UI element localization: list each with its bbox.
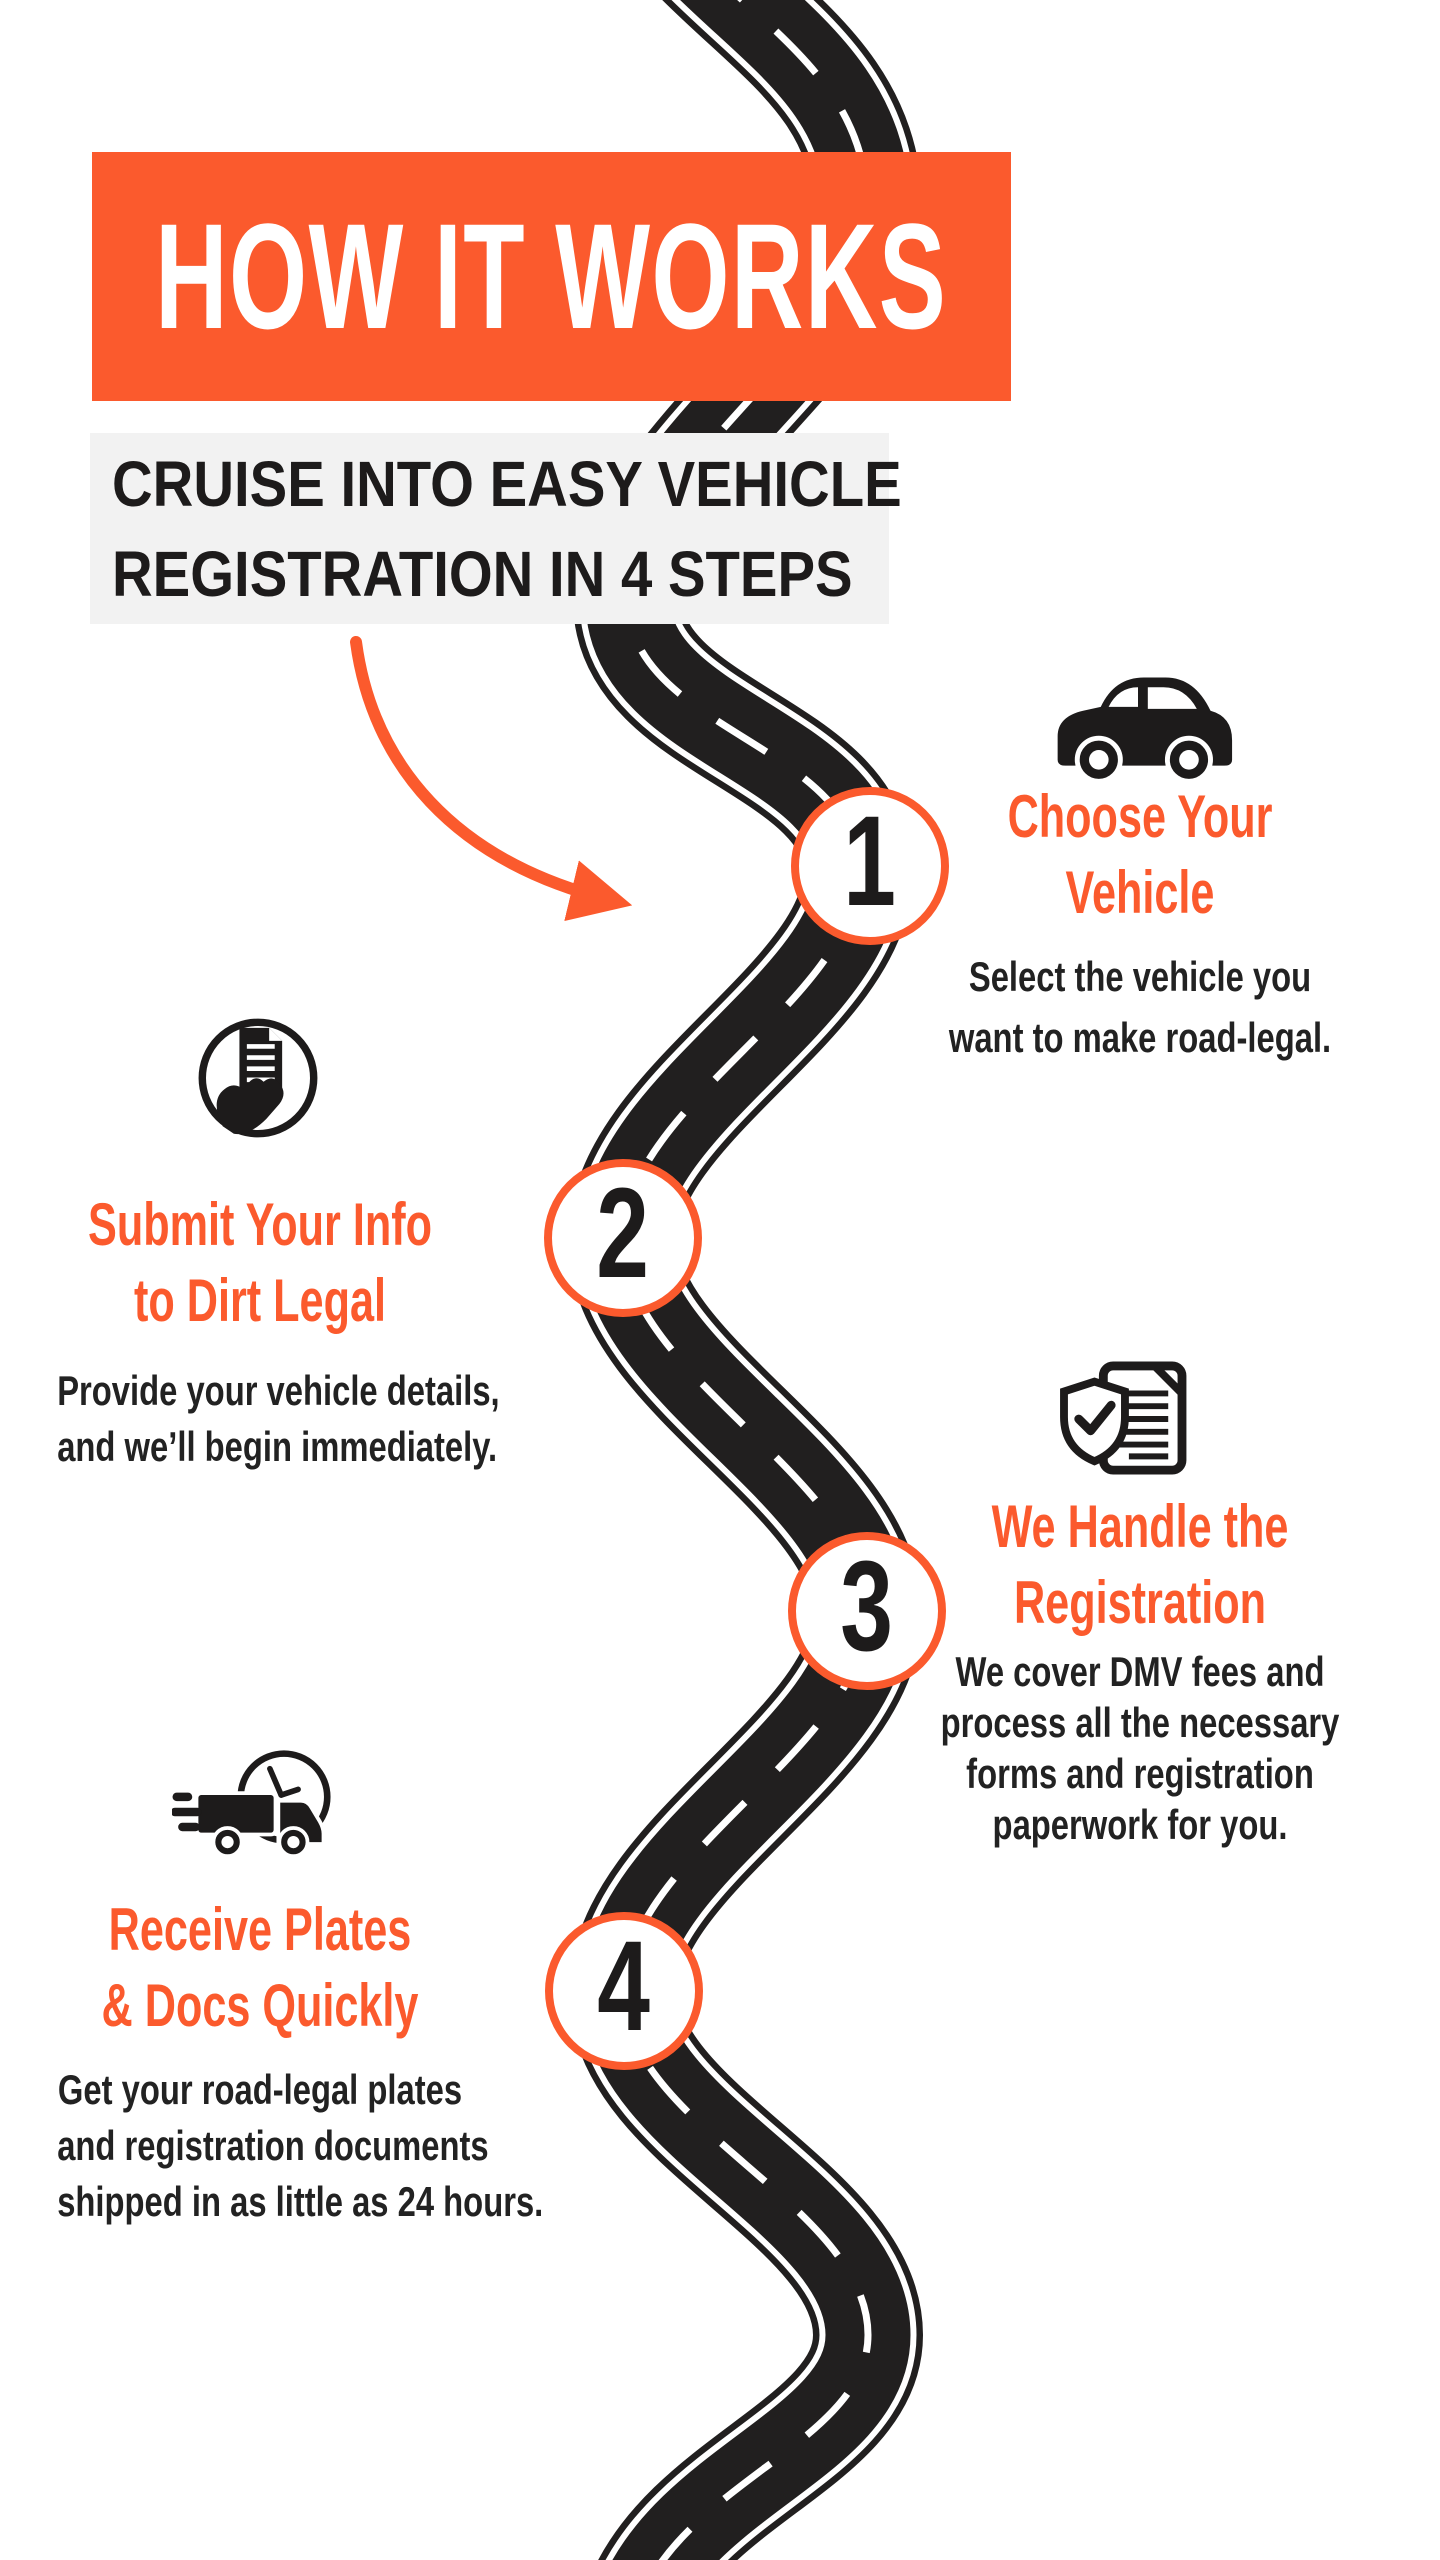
step-title-line: Choose Your bbox=[1007, 783, 1273, 850]
step-2-description: Provide your vehicle details, and we’ll … bbox=[0, 1363, 520, 1475]
car-icon bbox=[1040, 663, 1236, 787]
page-title: HOW IT WORKS bbox=[155, 192, 948, 360]
shield-check-document-icon bbox=[1056, 1360, 1189, 1478]
step-1-title: Choose Your Vehicle bbox=[880, 779, 1400, 931]
step-title-line: Receive Plates bbox=[108, 1896, 412, 1963]
step-body-line: Get your road-legal plates bbox=[57, 2066, 463, 2113]
step-title-line: & Docs Quickly bbox=[101, 1972, 419, 2039]
step-1-description: Select the vehicle you want to make road… bbox=[880, 946, 1400, 1068]
step-title-line: Submit Your Info bbox=[88, 1191, 432, 1258]
subtitle-box: CRUISE INTO EASY VEHICLE REGISTRATION IN… bbox=[90, 433, 902, 624]
step-3-title: We Handle the Registration bbox=[880, 1489, 1400, 1641]
step-body-line: shipped in as little as 24 hours. bbox=[57, 2178, 544, 2225]
step-title-line: to Dirt Legal bbox=[133, 1267, 386, 1334]
step-body-line: forms and registration bbox=[966, 1750, 1314, 1797]
fast-delivery-truck-icon bbox=[170, 1748, 348, 1875]
step-title-line: Registration bbox=[1013, 1569, 1267, 1636]
step-body-line: and registration documents bbox=[57, 2122, 489, 2169]
step-body-line: and we’ll begin immediately. bbox=[57, 1423, 498, 1470]
step-4-description: Get your road-legal plates and registrat… bbox=[0, 2062, 544, 2230]
step-title-line: Vehicle bbox=[1065, 859, 1215, 926]
step-body-line: Provide your vehicle details, bbox=[57, 1367, 500, 1414]
subtitle-line: CRUISE INTO EASY VEHICLE bbox=[112, 447, 902, 520]
step-body-line: want to make road-legal. bbox=[948, 1014, 1332, 1061]
step-3-number-badge: 3 bbox=[788, 1532, 946, 1690]
step-body-line: We cover DMV fees and bbox=[955, 1648, 1325, 1695]
title-banner: HOW IT WORKS bbox=[92, 152, 1011, 401]
step-body-line: process all the necessary bbox=[940, 1699, 1340, 1746]
step-number: 2 bbox=[596, 1162, 650, 1305]
step-2-number-badge: 2 bbox=[544, 1159, 702, 1317]
step-number: 3 bbox=[840, 1535, 894, 1678]
step-4-number-badge: 4 bbox=[545, 1912, 703, 2070]
step-1-number-badge: 1 bbox=[791, 787, 949, 945]
step-title-line: We Handle the bbox=[991, 1493, 1289, 1560]
step-body-line: paperwork for you. bbox=[992, 1801, 1288, 1848]
step-number: 1 bbox=[843, 790, 897, 933]
step-number: 4 bbox=[597, 1915, 651, 2058]
step-4-title: Receive Plates & Docs Quickly bbox=[0, 1892, 520, 2044]
step-body-line: Select the vehicle you bbox=[968, 953, 1312, 1000]
subtitle-line: REGISTRATION IN 4 STEPS bbox=[112, 537, 853, 610]
step-2-title: Submit Your Info to Dirt Legal bbox=[0, 1187, 520, 1339]
curved-arrow bbox=[350, 636, 633, 922]
step-3-description: We cover DMV fees and process all the ne… bbox=[880, 1646, 1400, 1850]
hand-document-icon bbox=[193, 1013, 323, 1143]
